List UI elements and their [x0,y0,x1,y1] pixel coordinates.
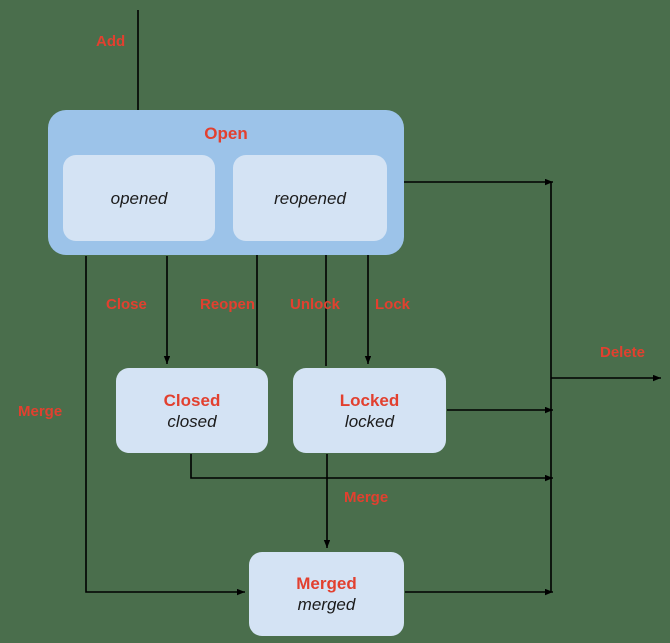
state-reopened[interactable]: reopened [233,155,387,241]
group-open-label: Open [204,124,248,143]
edge-label-add: Add [96,33,126,50]
edge-label-merge-middle: Merge [344,489,389,506]
state-reopened-sub: reopened [274,188,346,208]
edge-label-merge-left: Merge [18,403,63,420]
edge-merge-open [85,256,245,596]
state-locked-sub: locked [344,411,395,431]
state-merged-title: Merged [296,574,357,593]
edge-label-reopen: Reopen [200,296,256,313]
state-closed-title: Closed [163,390,221,410]
edge-label-close: Close [106,296,147,313]
state-merged[interactable]: Merged merged [249,552,404,636]
state-closed-sub: closed [167,411,217,431]
state-merged-sub: merged [297,595,356,614]
state-closed[interactable]: Closed closed [116,368,268,453]
edge-label-delete: Delete [600,344,646,361]
state-locked[interactable]: Locked locked [293,368,446,453]
edge-label-lock: Lock [375,296,411,313]
edge-delete-closed [190,454,553,482]
state-opened[interactable]: opened [63,155,215,241]
edge-label-unlock: Unlock [290,296,341,313]
state-opened-sub: opened [110,188,168,208]
state-locked-title: Locked [339,390,400,410]
